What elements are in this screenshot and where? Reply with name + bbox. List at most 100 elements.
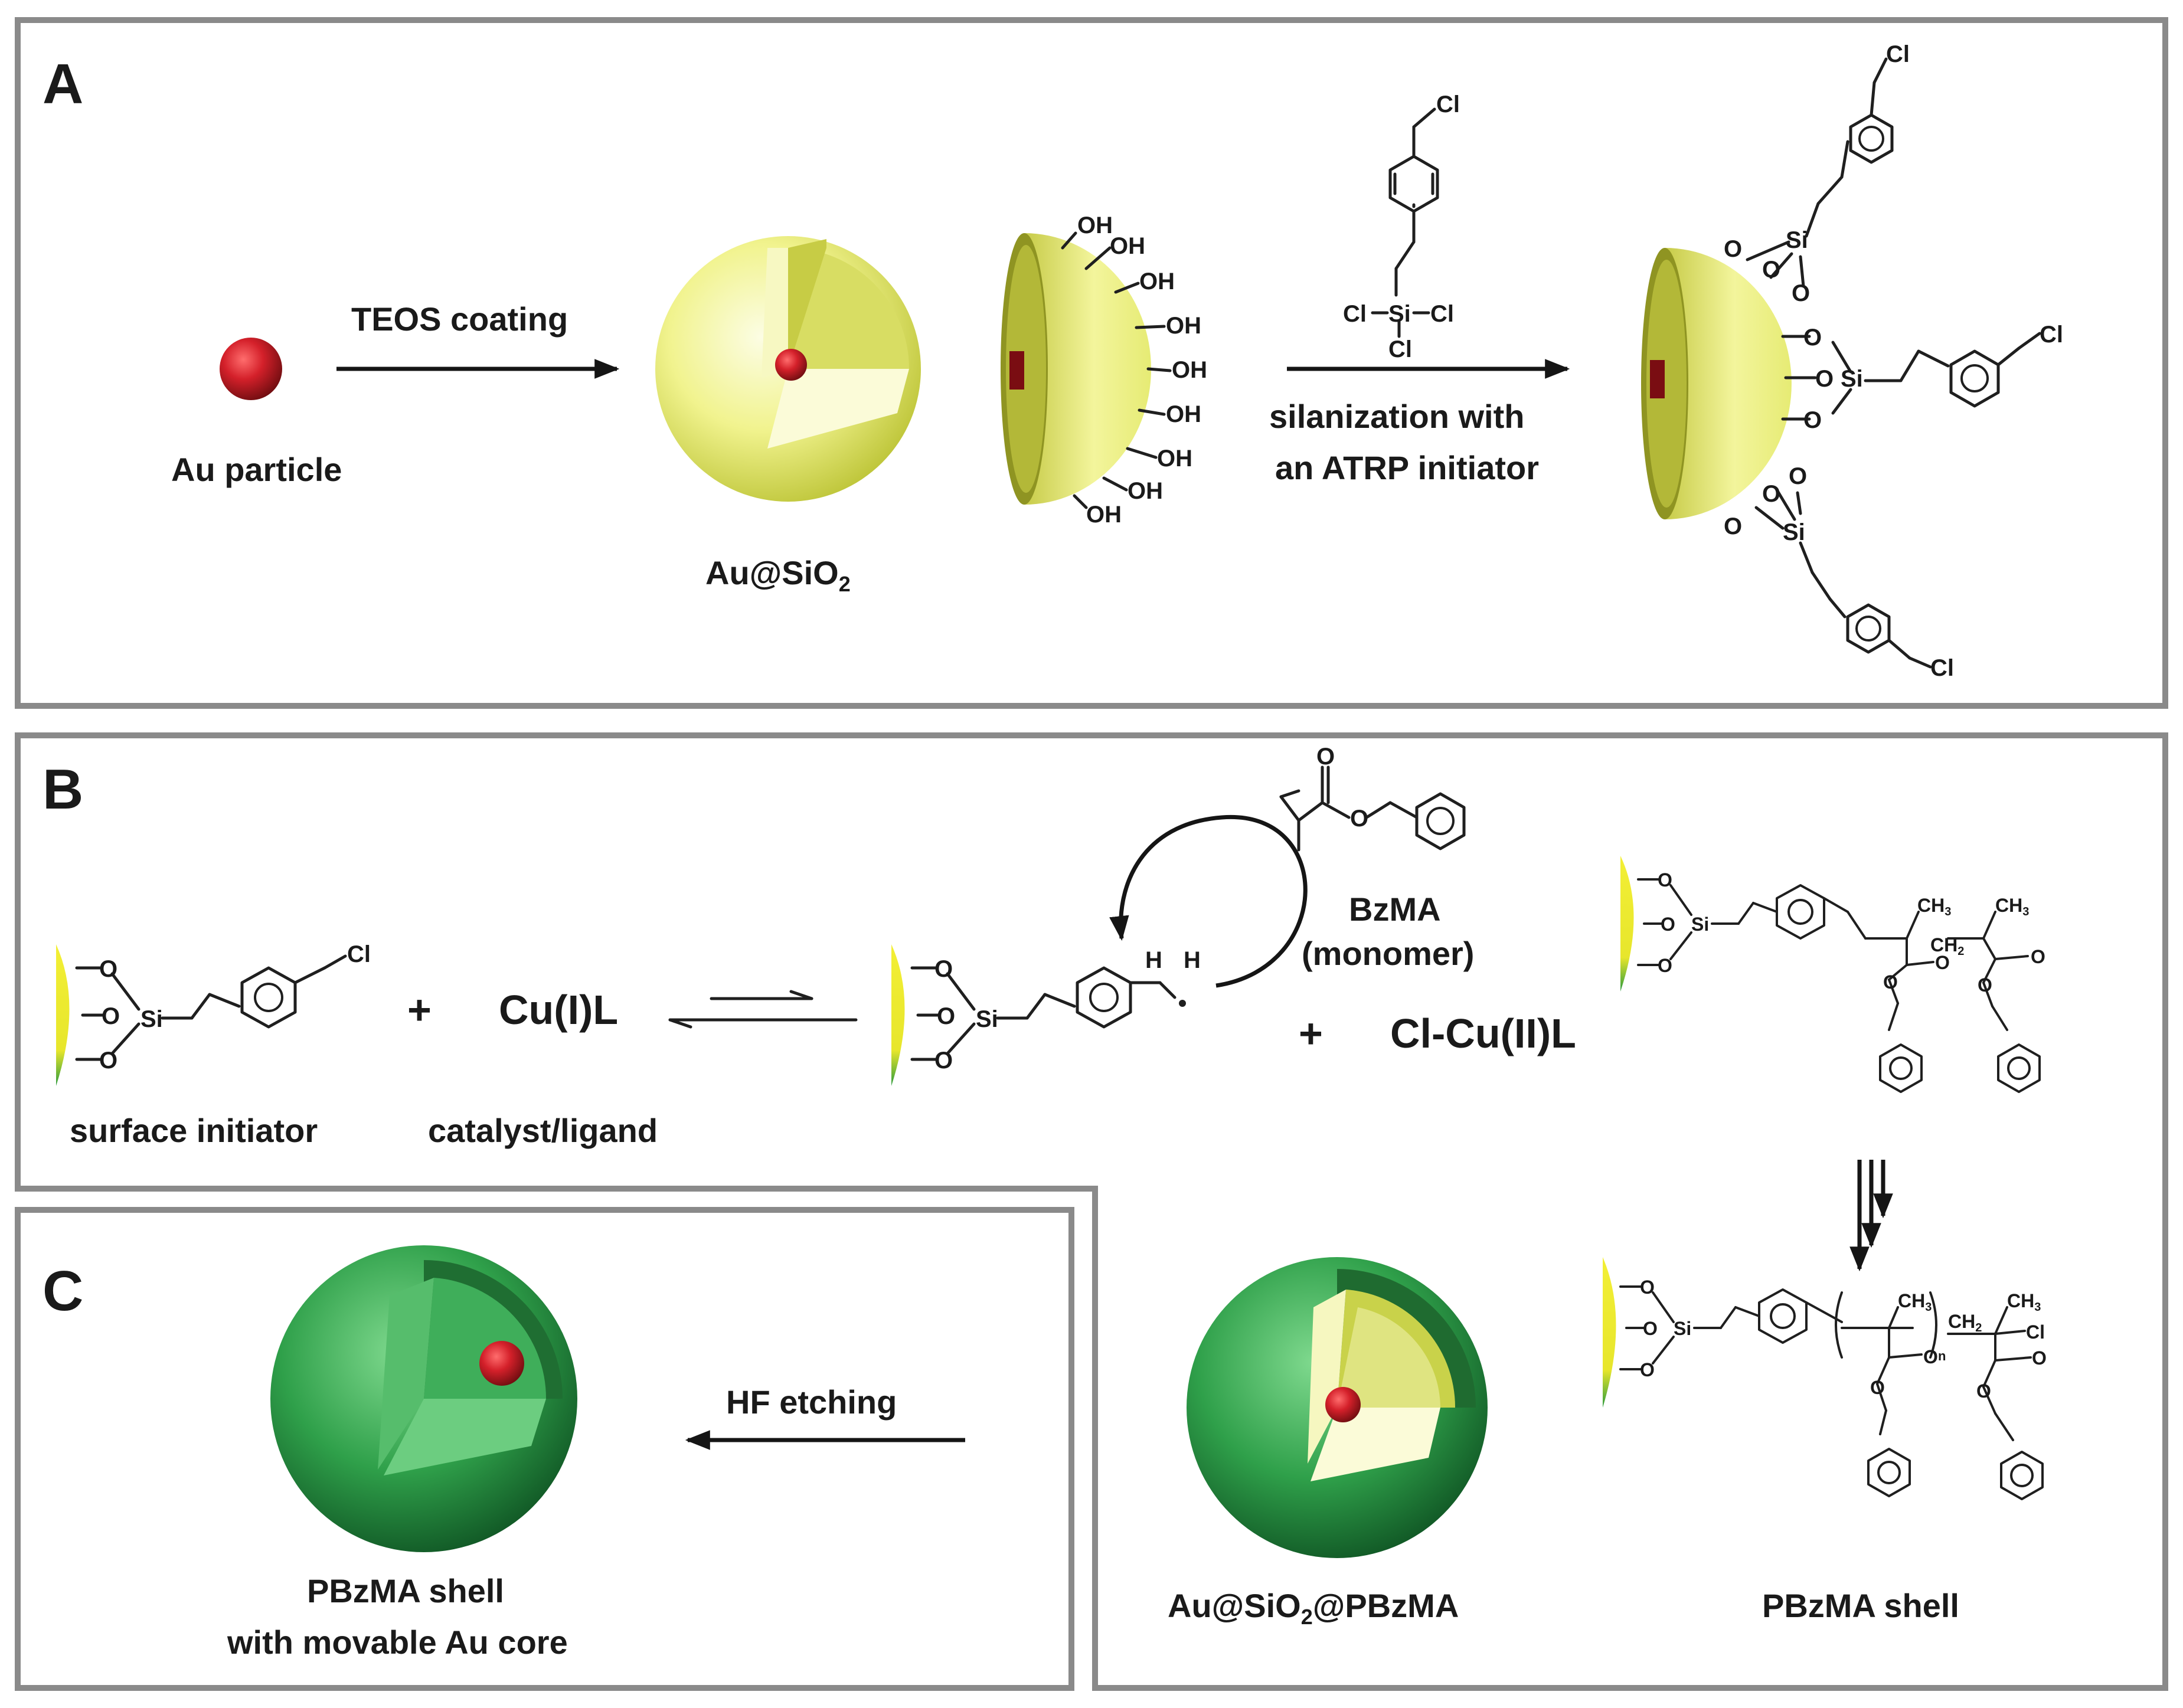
svg-text:Cl: Cl [2026, 1321, 2045, 1343]
svg-text:O: O [1658, 869, 1672, 891]
svg-text:Si: Si [1674, 1318, 1691, 1339]
au-sio2-pbzma-label: Au@SiO2@PBzMA [1168, 1587, 1459, 1629]
oh-groups: OH OH OH OH OH OH OH OH OH [1077, 212, 1207, 528]
multistep-arrow [1849, 1160, 1893, 1272]
svg-text:CH3: CH3 [1917, 895, 1951, 918]
svg-text:n: n [1938, 1349, 1946, 1363]
svg-text:Cl: Cl [1430, 301, 1454, 327]
svg-text:O: O [1976, 1380, 1991, 1402]
hollow-pbzma-shell [270, 1245, 577, 1552]
cu-l-catalyst: Cu(I)L [499, 987, 618, 1033]
svg-text:OH: OH [1128, 478, 1163, 504]
svg-text:O: O [99, 956, 117, 982]
propagation-curved-arrow [1109, 815, 1308, 988]
bzma-monomer-structure: O O [1279, 744, 1466, 852]
svg-text:O: O [1815, 366, 1834, 392]
svg-text:Si: Si [1388, 301, 1411, 327]
panel-b-border [15, 732, 2168, 1691]
svg-text:O: O [1762, 481, 1780, 507]
au-sio2-sphere [655, 236, 921, 502]
svg-text:Cl: Cl [347, 941, 371, 967]
svg-text:O: O [1640, 1277, 1655, 1298]
svg-text:O: O [1803, 325, 1822, 351]
svg-text:Cl: Cl [1343, 301, 1367, 327]
panel-b-letter: B [43, 758, 83, 821]
svg-text:OH: OH [1077, 212, 1113, 238]
svg-text:O: O [1792, 280, 1810, 306]
svg-text:O: O [1883, 971, 1898, 993]
pbzma-shell-label: PBzMA shell [1762, 1587, 1959, 1624]
silica-hemisphere-oh: OH OH OH OH OH OH OH OH OH [1001, 212, 1207, 528]
svg-text:CH2: CH2 [1948, 1311, 1982, 1334]
svg-text:O: O [1658, 955, 1672, 976]
svg-text:O: O [2032, 1347, 2047, 1369]
svg-text:O: O [1350, 806, 1368, 832]
svg-text:O: O [1724, 513, 1742, 539]
svg-text:O: O [1316, 744, 1335, 770]
svg-text:O: O [1724, 236, 1742, 262]
svg-text:O: O [2031, 946, 2045, 967]
svg-text:O: O [1923, 1346, 1938, 1367]
svg-text:O: O [1935, 952, 1950, 973]
plus-1: + [407, 987, 432, 1033]
svg-text:OH: OH [1110, 233, 1145, 259]
au-sio2-pbzma-sphere [1187, 1257, 1488, 1558]
svg-text:O: O [1803, 407, 1822, 433]
hf-etching-label: HF etching [726, 1383, 897, 1421]
svg-text:OH: OH [1139, 269, 1175, 295]
au-particle [220, 338, 282, 400]
monomer-label: (monomer) [1302, 935, 1474, 972]
svg-text:OH: OH [1157, 446, 1192, 472]
panel-a-border [15, 17, 2168, 709]
growing-polymer-structure: O O O Si CH3 CH2 O CH3 O O O [1620, 856, 2045, 1093]
surface-initiator-structure: O O O Si Cl [56, 941, 371, 1086]
svg-text:OH: OH [1086, 502, 1122, 528]
svg-text:OH: OH [1172, 357, 1207, 383]
atrp-initiator-structure: Cl Cl Si Cl Cl [1343, 91, 1460, 362]
equilibrium-arrows [668, 990, 858, 1029]
panel-a-letter: A [43, 53, 83, 116]
svg-text:O: O [934, 1048, 953, 1074]
svg-text:Cl: Cl [1930, 655, 1954, 681]
cl-cu-ii-l: Cl-Cu(II)L [1390, 1010, 1576, 1056]
silanization-label-1: silanization with [1269, 398, 1524, 435]
svg-text:Cl: Cl [1886, 41, 1910, 67]
svg-text:O: O [1978, 974, 1992, 996]
svg-text:O: O [99, 1048, 117, 1074]
au-sio2-label: Au@SiO2 [705, 554, 851, 596]
svg-text:CH2: CH2 [1930, 934, 1964, 958]
svg-text:OH: OH [1166, 313, 1201, 339]
radical-intermediate-structure: O O O Si H H [891, 944, 1201, 1086]
svg-text:Si: Si [1841, 366, 1863, 392]
svg-text:H: H [1145, 947, 1162, 973]
svg-text:O: O [1643, 1318, 1658, 1339]
pbzma-polymer-structure: O O O Si CH3 O O n CH2 CH3 Cl O O [1603, 1257, 2047, 1500]
svg-text:Si: Si [1786, 227, 1808, 253]
au-particle-label: Au particle [171, 451, 342, 488]
svg-text:CH3: CH3 [2007, 1290, 2041, 1314]
catalyst-ligand-label: catalyst/ligand [428, 1112, 658, 1149]
svg-text:Cl: Cl [1388, 336, 1412, 362]
surface-initiator-label: surface initiator [70, 1112, 318, 1149]
svg-text:Si: Si [976, 1006, 998, 1032]
svg-text:CH3: CH3 [1898, 1290, 1932, 1314]
silanization-label-2: an ATRP initiator [1275, 449, 1539, 486]
svg-text:Si: Si [1783, 519, 1805, 545]
svg-text:H: H [1184, 947, 1201, 973]
svg-text:O: O [1870, 1377, 1885, 1398]
svg-text:O: O [102, 1003, 120, 1029]
bzma-label: BzMA [1349, 891, 1441, 928]
initiator-functionalized-hemisphere: Cl O O Si O O O Si O Cl O O Si O Cl [1641, 41, 2063, 681]
svg-text:O: O [1661, 914, 1675, 935]
panel-c-letter: C [43, 1259, 83, 1323]
panel-c-border [15, 1207, 1074, 1691]
svg-text:CH3: CH3 [1995, 895, 2029, 918]
svg-text:OH: OH [1166, 401, 1201, 427]
svg-text:Cl: Cl [2040, 322, 2063, 348]
svg-text:Cl: Cl [1436, 91, 1460, 117]
plus-2: + [1299, 1010, 1323, 1056]
svg-text:Si: Si [1691, 914, 1709, 935]
svg-text:O: O [937, 1003, 955, 1029]
svg-text:O: O [1762, 257, 1780, 283]
